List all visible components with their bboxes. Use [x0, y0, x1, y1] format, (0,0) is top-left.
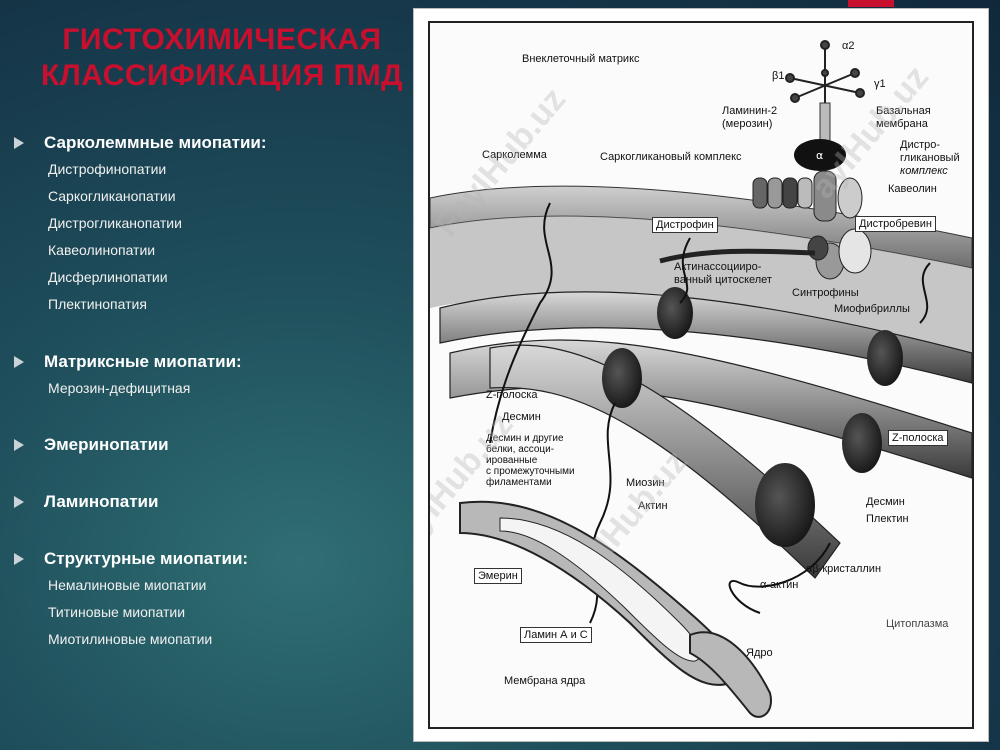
label-desmin-other-3: ированные — [486, 455, 538, 466]
bullet-icon — [14, 439, 24, 451]
label-actin: Актин — [638, 500, 668, 512]
list-item: Плектинопатия — [48, 296, 147, 312]
section-matrix: Матриксные миопатии: Мерозин-дефицитная — [14, 349, 409, 402]
list-item: Мерозин-дефицитная — [48, 380, 191, 396]
label-cytoplasm: Цитоплазма — [886, 618, 949, 630]
label-dystroglycan-2: гликановый — [900, 152, 960, 164]
list-item: Дистрофинопатии — [48, 161, 167, 177]
label-myosin: Миозин — [626, 477, 665, 489]
label-dystrobrevin: Дистробревин — [855, 216, 936, 232]
list-item: Немалиновые миопатии — [48, 577, 207, 593]
title-line-2: КЛАССИФИКАЦИЯ ПМД — [40, 59, 404, 92]
label-z-band-left: Z-полоска — [486, 389, 538, 401]
slide-title: ГИСТОХИМИЧЕСКАЯ КЛАССИФИКАЦИЯ ПМД — [12, 22, 432, 94]
label-beta1: β1 — [772, 70, 785, 82]
classification-list: Сарколеммные миопатии: Дистрофинопатии С… — [14, 124, 409, 653]
label-desmin-right: Десмин — [866, 496, 905, 508]
section-heading: Матриксные миопатии: — [44, 352, 242, 371]
label-a-actin: α-актин — [760, 579, 799, 591]
label-actin-cytoskeleton-2: ванный цитоскелет — [674, 274, 772, 286]
list-item: Миотилиновые миопатии — [48, 631, 213, 647]
title-line-1: ГИСТОХИМИЧЕСКАЯ — [62, 23, 382, 56]
label-gamma1: γ1 — [874, 78, 886, 90]
label-alpha2: α2 — [842, 40, 855, 52]
label-nuclear-membrane: Мембрана ядра — [504, 675, 586, 687]
label-nucleus: Ядро — [746, 647, 773, 659]
label-actin-cytoskeleton-1: Актинассоцииро- — [674, 261, 762, 273]
list-item: Саркогликанопатии — [48, 188, 176, 204]
label-desmin-other-4: с промежуточными — [486, 466, 575, 477]
label-dystrophin: Дистрофин — [652, 217, 718, 233]
label-desmin-left: Десмин — [502, 411, 541, 423]
label-extracellular-matrix: Внеклеточный матрикс — [522, 53, 640, 65]
label-syntrophins: Синтрофины — [792, 287, 859, 299]
label-dystroglycan-1: Дистро- — [900, 139, 941, 151]
label-basal-membrane-1: Базальная — [876, 105, 931, 117]
label-sarcoglycan-complex: Саркогликановый комплекс — [600, 151, 742, 163]
bullet-icon — [14, 356, 24, 368]
label-sarcolemma: Сарколемма — [482, 149, 547, 161]
section-heading: Сарколеммные миопатии: — [44, 133, 267, 152]
label-ab-crystallin: αβ-кристаллин — [806, 563, 882, 575]
label-z-band-right: Z-полоска — [888, 430, 948, 446]
section-laminopathies: Ламинопатии — [14, 489, 409, 515]
bullet-icon — [14, 553, 24, 565]
figure-frame: α — [428, 21, 974, 729]
label-emerin: Эмерин — [474, 568, 522, 584]
accent-bar — [848, 0, 894, 7]
label-basal-membrane-2: мембрана — [876, 118, 928, 130]
label-desmin-other-2: белки, ассоци- — [486, 444, 555, 455]
list-item: Титиновые миопатии — [48, 604, 186, 620]
section-sarcolemmal: Сарколеммные миопатии: Дистрофинопатии С… — [14, 130, 409, 318]
label-lamin: Ламин А и С — [520, 627, 592, 643]
section-emerinopathies: Эмеринопатии — [14, 432, 409, 458]
bullet-icon — [14, 137, 24, 149]
section-heading: Эмеринопатии — [44, 435, 169, 454]
section-heading: Структурные миопатии: — [44, 549, 249, 568]
label-merosin: (мерозин) — [722, 118, 773, 130]
label-laminin: Ламинин-2 — [722, 105, 778, 117]
list-item: Дисферлинопатии — [48, 269, 168, 285]
label-dystroglycan-3: комплекс — [900, 165, 948, 177]
label-plectin: Плектин — [866, 513, 909, 525]
label-desmin-other-1: Десмин и другие — [486, 433, 564, 444]
muscle-cell-illustration: α — [430, 40, 972, 718]
label-myofibrils: Миофибриллы — [834, 303, 910, 315]
svg-text:α: α — [816, 149, 823, 162]
section-structural: Структурные миопатии: Немалиновые миопат… — [14, 546, 409, 653]
bullet-icon — [14, 496, 24, 508]
section-heading: Ламинопатии — [44, 492, 159, 511]
label-desmin-other-5: филаментами — [486, 477, 552, 488]
list-item: Дистрогликанопатии — [48, 215, 182, 231]
muscle-fiber-figure: α — [413, 8, 989, 742]
label-caveolin: Кавеолин — [888, 183, 937, 195]
list-item: Кавеолинопатии — [48, 242, 156, 258]
